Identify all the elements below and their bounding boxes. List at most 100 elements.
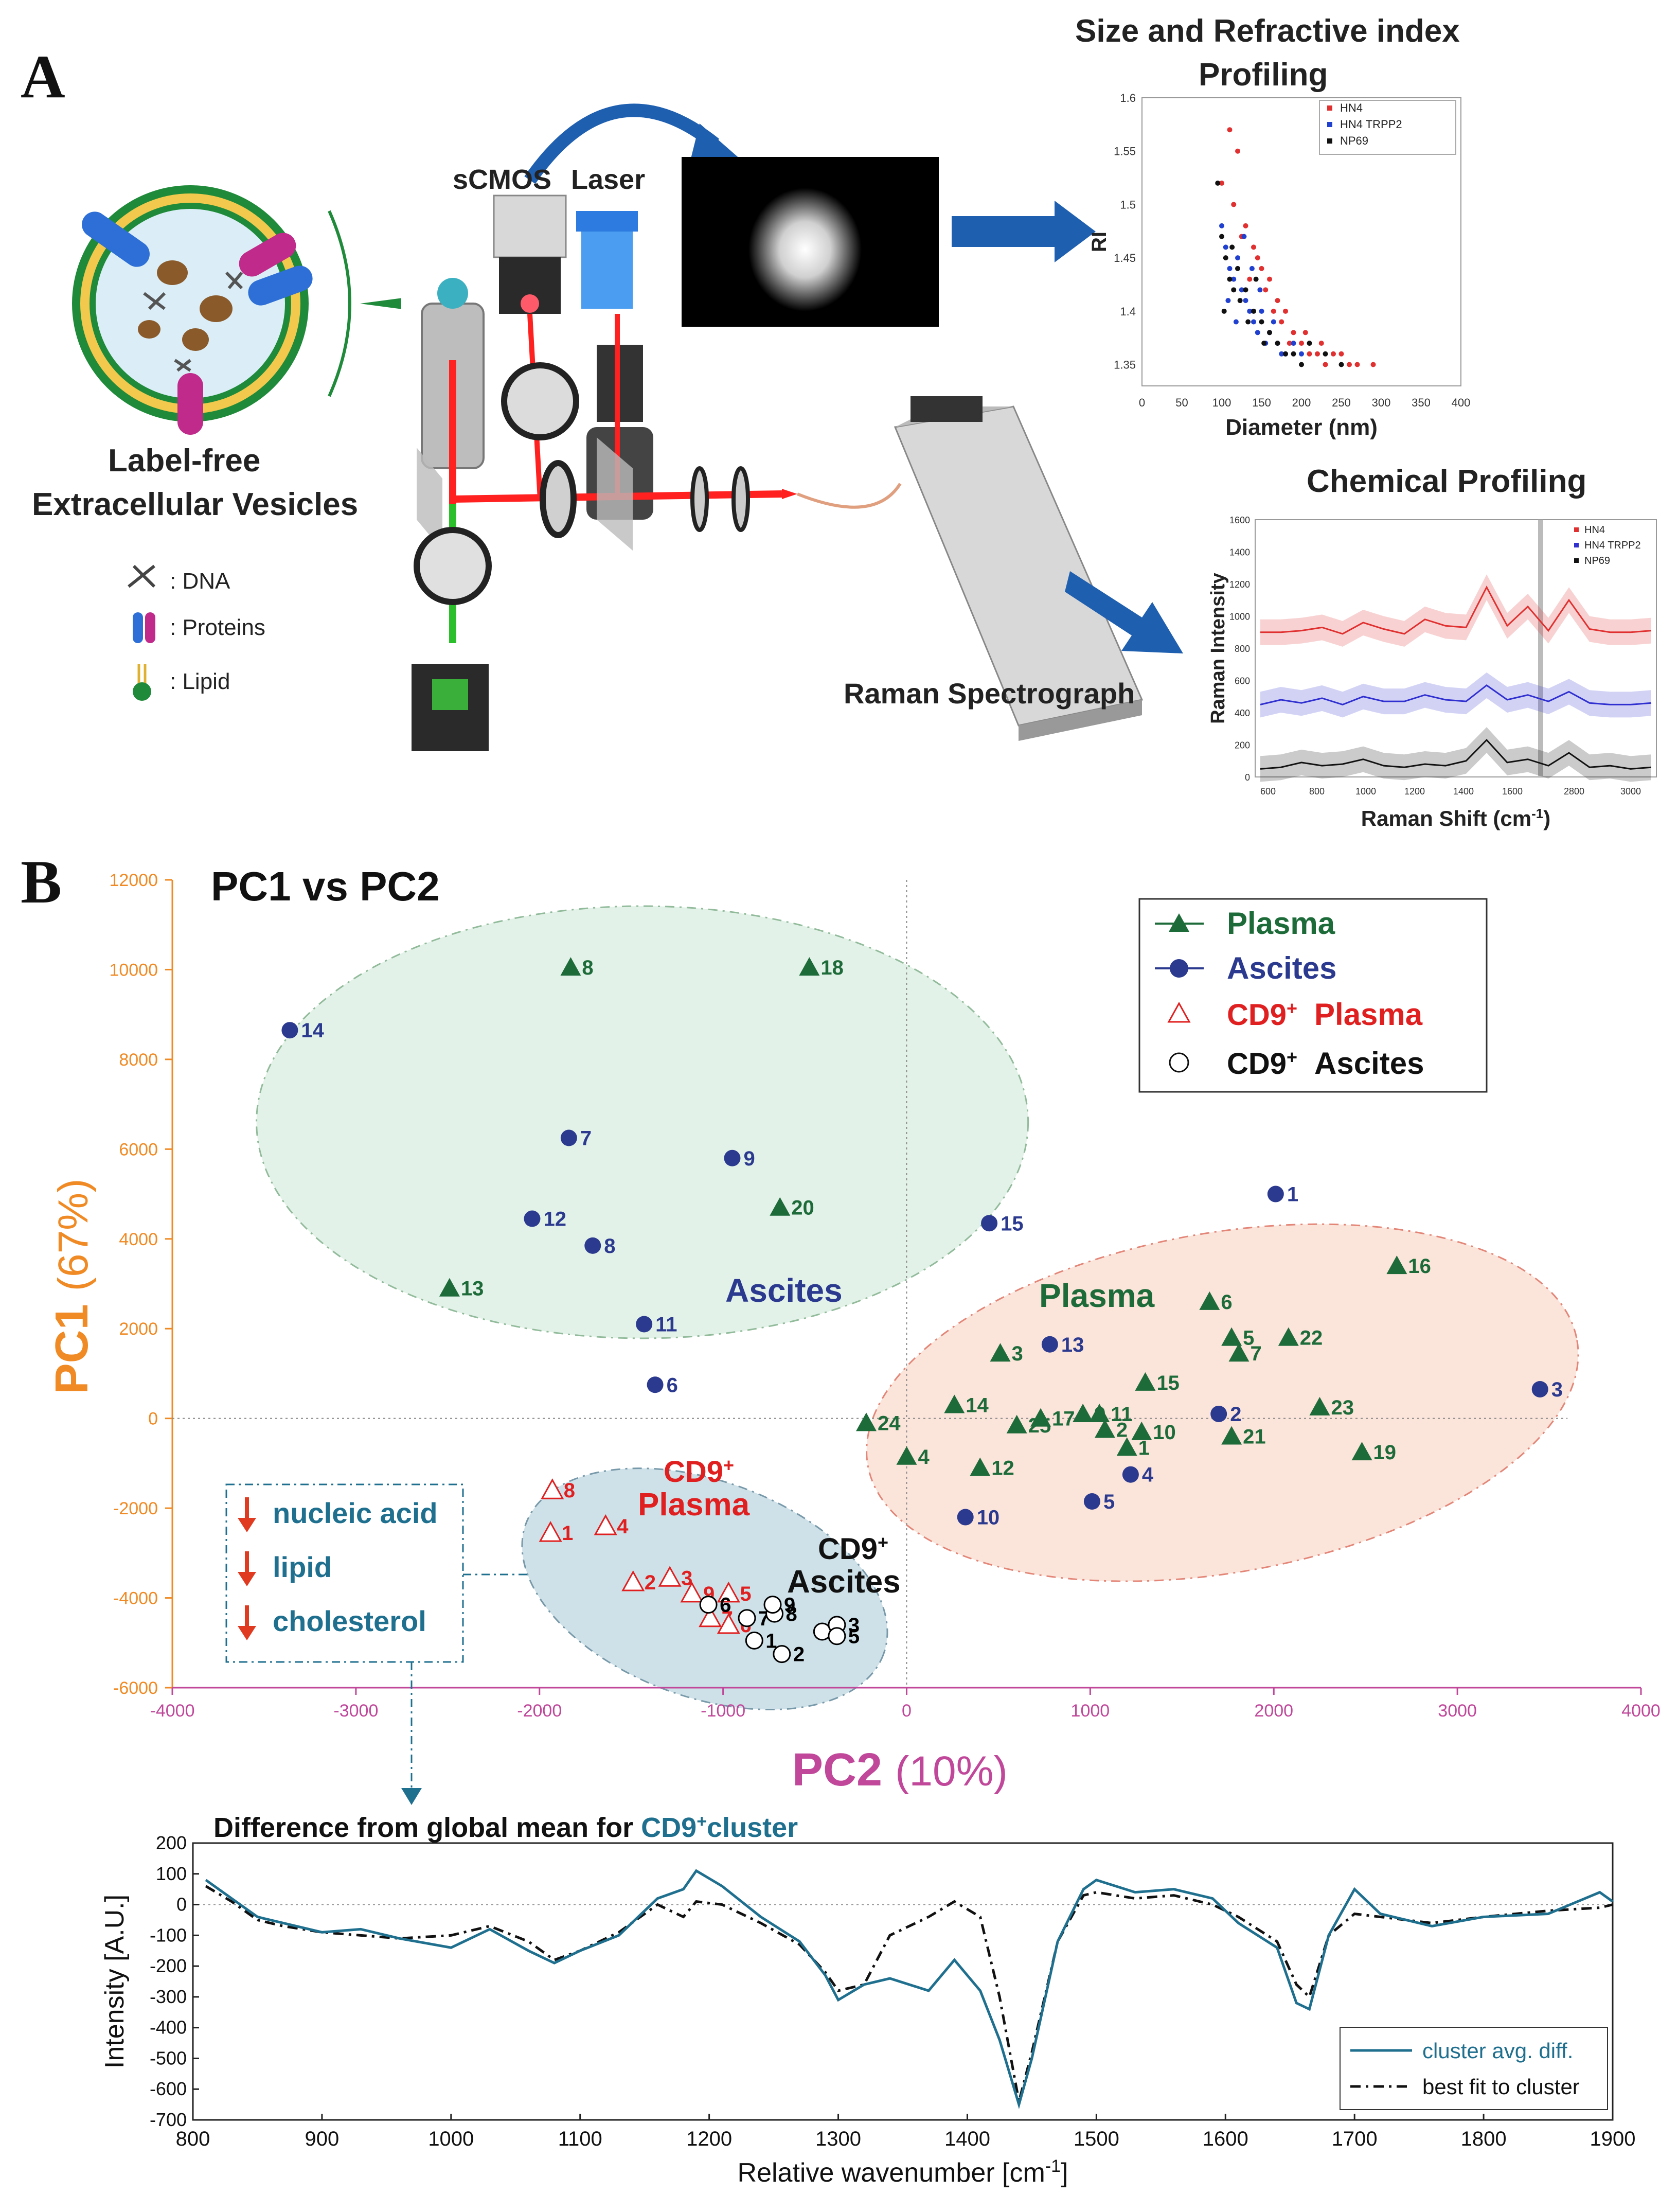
ri-legend-swatch [1327,105,1332,111]
diff-x-tick: 1500 [1074,2128,1119,2150]
cd9-ascites-cluster-label-line2: Ascites [787,1564,901,1600]
pca-y-tick: -2000 [113,1499,158,1518]
ri-data-point [1235,255,1240,261]
diff-x-label: Relative wavenumber [cm-1] [738,2156,1068,2188]
legend-plasma-label: Plasma [1227,906,1335,941]
ascites-point [957,1509,974,1526]
pca-y-tick: 10000 [109,960,158,980]
pca-x-tick: 0 [902,1701,912,1721]
ri-data-point [1247,276,1253,282]
ri-data-point [1231,276,1237,282]
raman-y-tick: 1200 [1229,579,1250,590]
plasma-point [1221,1426,1242,1445]
reduction-box [225,1483,464,1663]
point-label: 24 [878,1412,901,1435]
plasma-point [1030,1408,1051,1427]
legend-cd9-ascites-marker [1169,1052,1189,1073]
point-label: 2 [645,1571,656,1594]
dna-icon [128,564,156,588]
pca-y-tick: 2000 [119,1319,158,1339]
cd9-plasma-point [717,1581,740,1603]
ev-caption-line2: Extracellular Vesicles [32,487,359,522]
diff-x-tick: 900 [305,2128,340,2150]
down-arrow-icon [238,1518,256,1532]
raman-legend-label: NP69 [1584,555,1610,567]
pca-x-tick: -4000 [150,1701,195,1721]
point-label: 11 [655,1314,677,1336]
ri-data-point [1283,308,1288,314]
point-label: 2 [793,1643,805,1666]
raman-y-tick: 1600 [1229,515,1250,525]
pca-x-label: PC2 (10%) [792,1744,1008,1796]
ri-x-tick: 350 [1412,396,1431,409]
ri-data-point [1233,319,1239,325]
diff-y-tick: 100 [156,1863,187,1884]
panel-letter-b: B [21,847,62,916]
size-ri-title-line1: Size and Refractive index [1075,13,1460,49]
down-arrow-icon [238,1626,256,1640]
ri-data-point [1279,351,1284,357]
plasma-point [896,1446,917,1465]
raman-x-tick: 600 [1260,786,1276,797]
cd9-plasma-cluster-label-line2: Plasma [638,1487,750,1523]
cd9-ascites-point [773,1645,791,1664]
legend-ascites-marker [1170,959,1188,978]
pca-x-tick: 1000 [1071,1701,1110,1721]
point-label: 12 [991,1457,1014,1480]
ri-data-point [1318,341,1324,346]
raman-legend-label: HN4 TRPP2 [1584,540,1641,551]
ri-y-tick: 1.45 [1114,252,1136,264]
ri-legend-swatch [1327,138,1332,144]
raman-y-tick: 1400 [1229,547,1250,558]
plasma-point [1228,1343,1249,1362]
ri-data-point [1215,180,1221,186]
diff-y-tick: -300 [150,1986,187,2007]
legend-cd9-ascites-prefix: CD9+ [1227,1047,1297,1081]
ascites-cluster-label: Ascites [725,1272,843,1309]
ri-x-tick: 150 [1252,396,1271,409]
raman-x-label: Raman Shift (cm-1) [1361,806,1551,830]
ri-data-point [1271,319,1276,325]
ri-data-point [1253,276,1259,282]
plasma-point [1116,1437,1137,1456]
ri-data-point [1251,319,1256,325]
ri-data-point [1323,362,1328,367]
raman-y-tick: 200 [1235,740,1250,751]
plasma-point [1309,1396,1330,1415]
pca-y-tick: 12000 [109,871,158,890]
point-label: 5 [1103,1491,1115,1513]
ri-data-point [1299,362,1304,367]
pca-y-tick: -6000 [113,1678,158,1698]
raman-series-line [1260,586,1652,635]
panel-a-legend-icons [128,564,156,701]
diff-legend-cluster-label: cluster avg. diff. [1422,2039,1573,2063]
ri-data-point [1235,266,1240,271]
reduction-item: nucleic acid [273,1497,438,1529]
point-label: 21 [1243,1426,1266,1448]
point-label: 7 [1250,1342,1261,1365]
ascites-point [724,1149,741,1166]
ri-data-point [1227,276,1233,282]
point-label: 6 [720,1594,731,1617]
ri-data-point [1283,351,1288,357]
cd9-plasma-point [699,1606,722,1627]
point-label: 6 [667,1374,678,1396]
diff-x-tick: 1300 [815,2128,861,2150]
raman-y-tick: 800 [1235,644,1250,654]
pca-y-tick: 6000 [119,1140,158,1159]
ascites-point [524,1210,541,1227]
raman-series-band [1260,574,1651,647]
camera-particle-image [682,157,939,327]
ri-data-point [1243,298,1248,304]
ri-data-point [1219,223,1224,228]
ev-caption-line1: Label-free [108,443,261,479]
plasma-point [770,1197,791,1216]
diff-x-tick: 1400 [944,2128,990,2150]
ri-data-point [1302,330,1308,335]
diff-y-tick: -400 [150,2017,187,2038]
diff-y-tick: -600 [150,2078,187,2099]
point-label: 10 [1153,1421,1176,1444]
diff-x-tick: 1900 [1590,2128,1636,2150]
pca-x-tick: -2000 [517,1701,562,1721]
pca-y-tick: 4000 [119,1230,158,1249]
